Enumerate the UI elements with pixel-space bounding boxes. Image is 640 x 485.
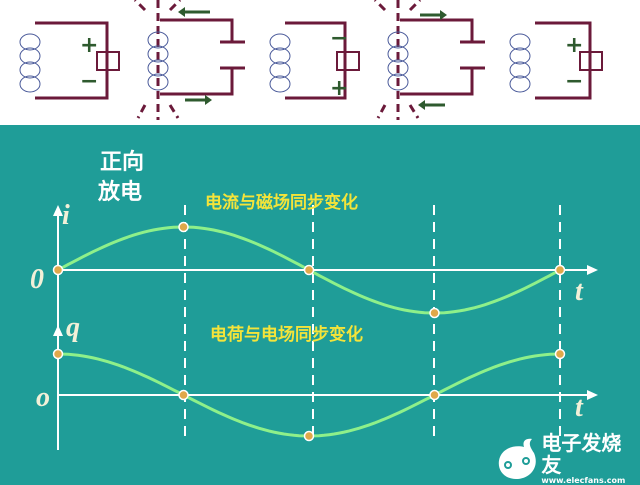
plus-sign-3: + — [330, 76, 348, 101]
t-axis-label-1: t — [575, 276, 583, 307]
current-caption: 电流与磁场同步变化 — [205, 193, 358, 213]
logo-name: 电子发烧友 — [541, 431, 622, 477]
logo-mark-icon — [498, 438, 536, 479]
charge-marker-0 — [52, 348, 64, 360]
elecfans-logo: 电子发烧友 www.elecfans.com — [494, 432, 640, 485]
origin-label-i: 0 — [30, 264, 44, 295]
current-marker-0 — [52, 264, 64, 276]
i-axis-label: i — [62, 200, 70, 231]
charge-marker-2 — [303, 430, 315, 442]
forward-discharge-label-2: 放电 — [98, 180, 143, 205]
charge-marker-1 — [178, 389, 189, 401]
charge-marker-3 — [429, 389, 440, 401]
minus-sign-1: − — [80, 69, 98, 94]
circuit-drawings: + − − + + − — [19, 0, 603, 120]
lc-circuit-stages: + − − + + − — [0, 0, 640, 125]
forward-discharge-label-1: 正向 — [100, 150, 145, 175]
logo-url: www.elecfans.com — [541, 476, 626, 485]
plus-sign-5: + — [565, 33, 583, 58]
current-marker-2 — [303, 264, 315, 276]
q-axis-label: q — [66, 312, 80, 343]
origin-label-q: o — [36, 382, 50, 413]
charge-caption: 电荷与电场同步变化 — [210, 325, 363, 345]
charge-marker-4 — [554, 348, 566, 360]
current-marker-3 — [429, 307, 440, 319]
current-marker-1 — [178, 221, 189, 233]
minus-sign-3: − — [330, 26, 348, 51]
current-marker-4 — [554, 264, 566, 276]
t-axis-label-2: t — [575, 392, 583, 423]
minus-sign-5: − — [565, 69, 583, 94]
plus-sign-1: + — [80, 33, 98, 58]
